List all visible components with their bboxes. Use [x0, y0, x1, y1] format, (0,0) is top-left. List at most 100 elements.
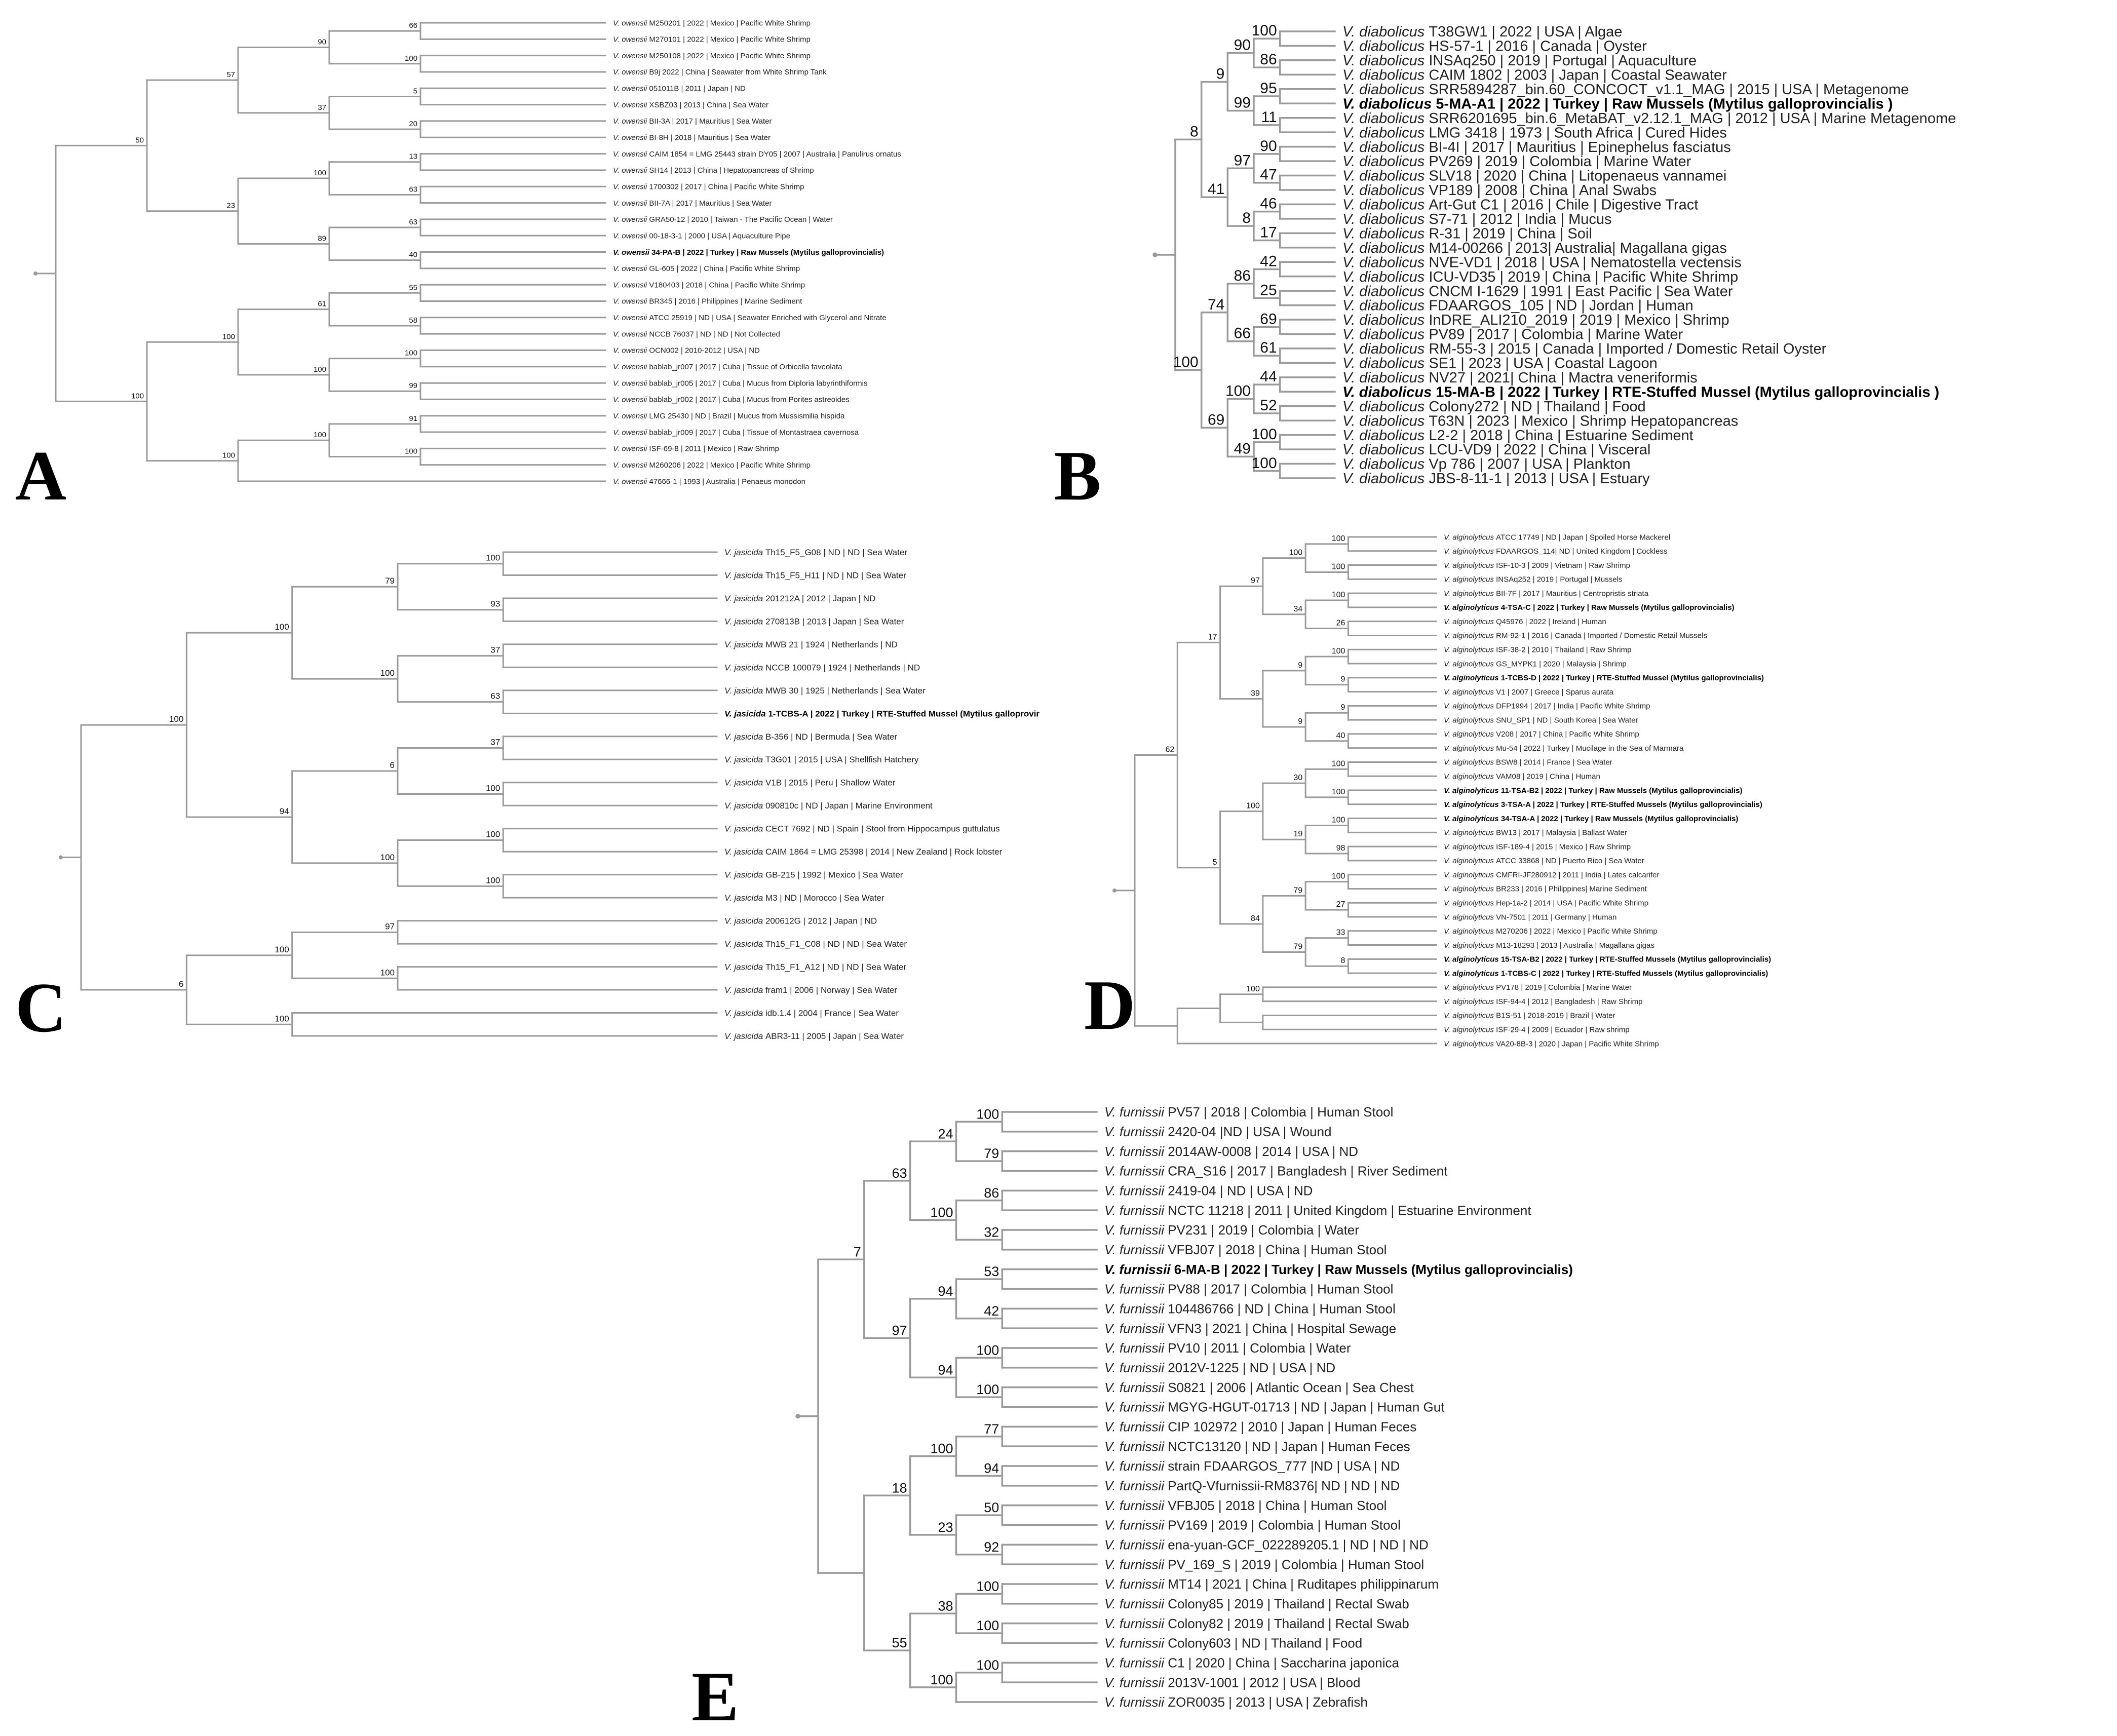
isolate-metadata: INSAq252 | 2019 | Portugal | Mussels	[1496, 575, 1622, 584]
isolate-metadata: B-356 | ND | Bermuda | Sea Water	[765, 732, 898, 742]
isolate-metadata: 11-TSA-B2 | 2022 | Turkey | Raw Mussels …	[1501, 786, 1743, 795]
species-name: V. jasicida	[724, 548, 765, 557]
panel-letter: C	[15, 969, 67, 1047]
tip-label: V. jasicida 090810c | ND | Japan | Marin…	[724, 801, 933, 811]
tip-label: V. diabolicus CAIM 1802 | 2003 | Japan |…	[1342, 67, 1727, 84]
species-name: V. alginolyticus	[1444, 829, 1496, 837]
isolate-metadata: C1 | 2020 | China | Saccharina japonica	[1168, 1655, 1399, 1670]
tip-label: V. alginolyticus 1-TCBS-D | 2022 | Turke…	[1444, 674, 1764, 682]
bootstrap-value: 13	[409, 152, 417, 161]
species-name: V. diabolicus	[1342, 471, 1429, 487]
isolate-metadata: PV88 | 2017 | Colombia | Human Stool	[1168, 1282, 1393, 1297]
bootstrap-value: 95	[1260, 80, 1277, 97]
species-name: V. diabolicus	[1342, 442, 1429, 458]
bootstrap-value: 100	[486, 553, 500, 563]
tip-label: V. furnissii 2012V-1225 | ND | USA | ND	[1104, 1360, 1335, 1375]
isolate-metadata: RM-55-3 | 2015 | Canada | Imported / Dom…	[1429, 341, 1826, 357]
isolate-metadata: ISF-69-8 | 2011 | Mexico | Raw Shrimp	[649, 445, 779, 453]
isolate-metadata: InDRE_ALI210_2019 | 2019 | Mexico | Shri…	[1429, 312, 1729, 328]
species-name: V. alginolyticus	[1444, 997, 1496, 1006]
tip-label: V. owensii 051011B | 2011 | Japan | ND	[613, 85, 746, 93]
root-node	[1152, 252, 1158, 257]
species-name: V. jasicida	[724, 732, 765, 742]
isolate-metadata: CECT 7692 | ND | Spain | Stool from Hipp…	[765, 824, 1000, 834]
isolate-metadata: CIP 102972 | 2010 | Japan | Human Feces	[1168, 1419, 1416, 1434]
species-name: V. owensii	[613, 85, 649, 93]
species-name: V. owensii	[613, 264, 649, 273]
isolate-metadata: NV27 | 2021| China | Mactra veneriformis	[1429, 370, 1697, 386]
species-name: V. furnissii	[1104, 1576, 1168, 1592]
tip-label: V. diabolicus SRR6201695_bin.6_MetaBAT_v…	[1342, 110, 1956, 127]
isolate-metadata: PV231 | 2019 | Colombia | Water	[1168, 1222, 1359, 1238]
bootstrap-value: 91	[409, 414, 417, 423]
tip-label: V. furnissii CIP 102972 | 2010 | Japan |…	[1104, 1419, 1416, 1434]
species-name: V. diabolicus	[1342, 413, 1429, 429]
isolate-metadata: VFBJ07 | 2018 | China | Human Stool	[1168, 1242, 1387, 1257]
root-node	[795, 1414, 800, 1419]
tip-label: V. diabolicus LCU-VD9 | 2022 | China | V…	[1342, 442, 1650, 458]
tip-label: V. alginolyticus VA20-8B-3 | 2020 | Japa…	[1444, 1039, 1659, 1048]
isolate-metadata: Th15_F1_A12 | ND | ND | Sea Water	[765, 962, 906, 972]
isolate-metadata: bablab_jr005 | 2017 | Cuba | Mucus from …	[649, 379, 867, 388]
species-name: V. alginolyticus	[1444, 618, 1496, 626]
isolate-metadata: CAIM 1864 = LMG 25398 | 2014 | New Zeala…	[765, 847, 1003, 857]
isolate-metadata: GS_MYPK1 | 2020 | Malaysia | Shrimp	[1496, 660, 1627, 668]
species-name: V. furnissii	[1104, 1458, 1168, 1474]
isolate-metadata: S0821 | 2006 | Atlantic Ocean | Sea Ches…	[1168, 1380, 1414, 1395]
species-name: V. diabolicus	[1342, 110, 1429, 127]
tip-label: V. alginolyticus CMFRI-JF280912 | 2011 |…	[1444, 871, 1660, 879]
tip-label: V. furnissii PartQ-Vfurnissii-RM8376| ND…	[1104, 1478, 1400, 1493]
species-name: V. diabolicus	[1342, 283, 1429, 299]
bootstrap-value: 100	[275, 945, 289, 954]
bootstrap-value: 100	[930, 1672, 953, 1687]
isolate-metadata: 1-TCBS-A | 2022 | Turkey | RTE-Stuffed M…	[768, 709, 1040, 718]
bootstrap-value: 86	[1234, 267, 1251, 284]
isolate-metadata: GRA50-12 | 2010 | Taiwan - The Pacific O…	[649, 215, 832, 224]
tip-label: V. furnissii PV88 | 2017 | Colombia | Hu…	[1104, 1282, 1393, 1297]
tip-label: V. owensii ISF-69-8 | 2011 | Mexico | Ra…	[613, 445, 779, 453]
tip-label: V. owensii CAIM 1854 = LMG 25443 strain …	[613, 150, 901, 159]
species-name: V. furnissii	[1104, 1262, 1174, 1277]
species-name: V. alginolyticus	[1444, 1012, 1496, 1020]
tip-label: V. alginolyticus Hep-1a-2 | 2014 | USA |…	[1444, 899, 1648, 907]
bootstrap-value: 42	[984, 1303, 999, 1319]
tip-label: V. jasicida CAIM 1864 = LMG 25398 | 2014…	[724, 847, 1003, 857]
tip-label: V. jasicida Th15_F1_A12 | ND | ND | Sea …	[724, 962, 906, 972]
isolate-metadata: idb.1.4 | 2004 | France | Sea Water	[765, 1008, 899, 1018]
species-name: V. jasicida	[724, 1008, 765, 1018]
bootstrap-value: 5	[1213, 858, 1217, 867]
species-name: V. alginolyticus	[1444, 983, 1496, 992]
bootstrap-value: 58	[409, 316, 417, 325]
isolate-metadata: 201212A | 2012 | Japan | ND	[765, 594, 875, 603]
isolate-metadata: V1 | 2007 | Greece | Sparus aurata	[1496, 688, 1613, 697]
isolate-metadata: 090810c | ND | Japan | Marine Environmen…	[765, 801, 933, 811]
isolate-metadata: ISF-38-2 | 2010 | Thailand | Raw Shrimp	[1496, 645, 1631, 654]
isolate-metadata: VFBJ05 | 2018 | China | Human Stool	[1168, 1498, 1387, 1513]
tip-label: V. alginolyticus 1-TCBS-C | 2022 | Turke…	[1444, 969, 1768, 978]
bootstrap-value: 97	[892, 1323, 907, 1338]
tip-label: V. diabolicus ICU-VD35 | 2019 | China | …	[1342, 269, 1738, 285]
isolate-metadata: M3 | ND | Morocco | Sea Water	[765, 893, 884, 903]
bootstrap-value: 100	[1246, 802, 1260, 811]
species-name: V. diabolicus	[1342, 240, 1429, 256]
tip-label: V. alginolyticus ATCC 33868 | ND | Puert…	[1444, 857, 1644, 865]
bootstrap-value: 23	[226, 202, 235, 210]
bootstrap-value: 100	[222, 451, 235, 460]
species-name: V. alginolyticus	[1444, 899, 1496, 907]
species-name: V. jasicida	[724, 870, 765, 880]
tip-label: V. furnissii NCTC13120 | ND | Japan | Hu…	[1104, 1439, 1410, 1454]
isolate-metadata: PV269 | 2019 | Colombia | Marine Water	[1429, 153, 1691, 170]
isolate-metadata: 104486766 | ND | China | Human Stool	[1168, 1301, 1396, 1316]
isolate-metadata: SLV18 | 2020 | China | Litopenaeus vanna…	[1429, 168, 1726, 184]
tip-label: V. owensii 00-18-3-1 | 2000 | USA | Aqua…	[613, 232, 790, 240]
bootstrap-value: 100	[1332, 647, 1345, 655]
tip-label: V. furnissii C1 | 2020 | China | Sacchar…	[1104, 1655, 1400, 1670]
bootstrap-value: 100	[976, 1106, 999, 1122]
isolate-metadata: NCTC 11218 | 2011 | United Kingdom | Est…	[1168, 1203, 1531, 1218]
bootstrap-value: 9	[1298, 717, 1302, 726]
tip-label: V. diabolicus LMG 3418 | 1973 | South Af…	[1342, 125, 1727, 141]
tip-label: V. alginolyticus M270206 | 2022 | Mexico…	[1444, 927, 1658, 936]
tip-label: V. owensii 47666-1 | 1993 | Australia | …	[613, 477, 805, 486]
isolate-metadata: Art-Gut C1 | 2016 | Chile | Digestive Tr…	[1429, 197, 1698, 213]
species-name: V. furnissii	[1104, 1104, 1168, 1120]
